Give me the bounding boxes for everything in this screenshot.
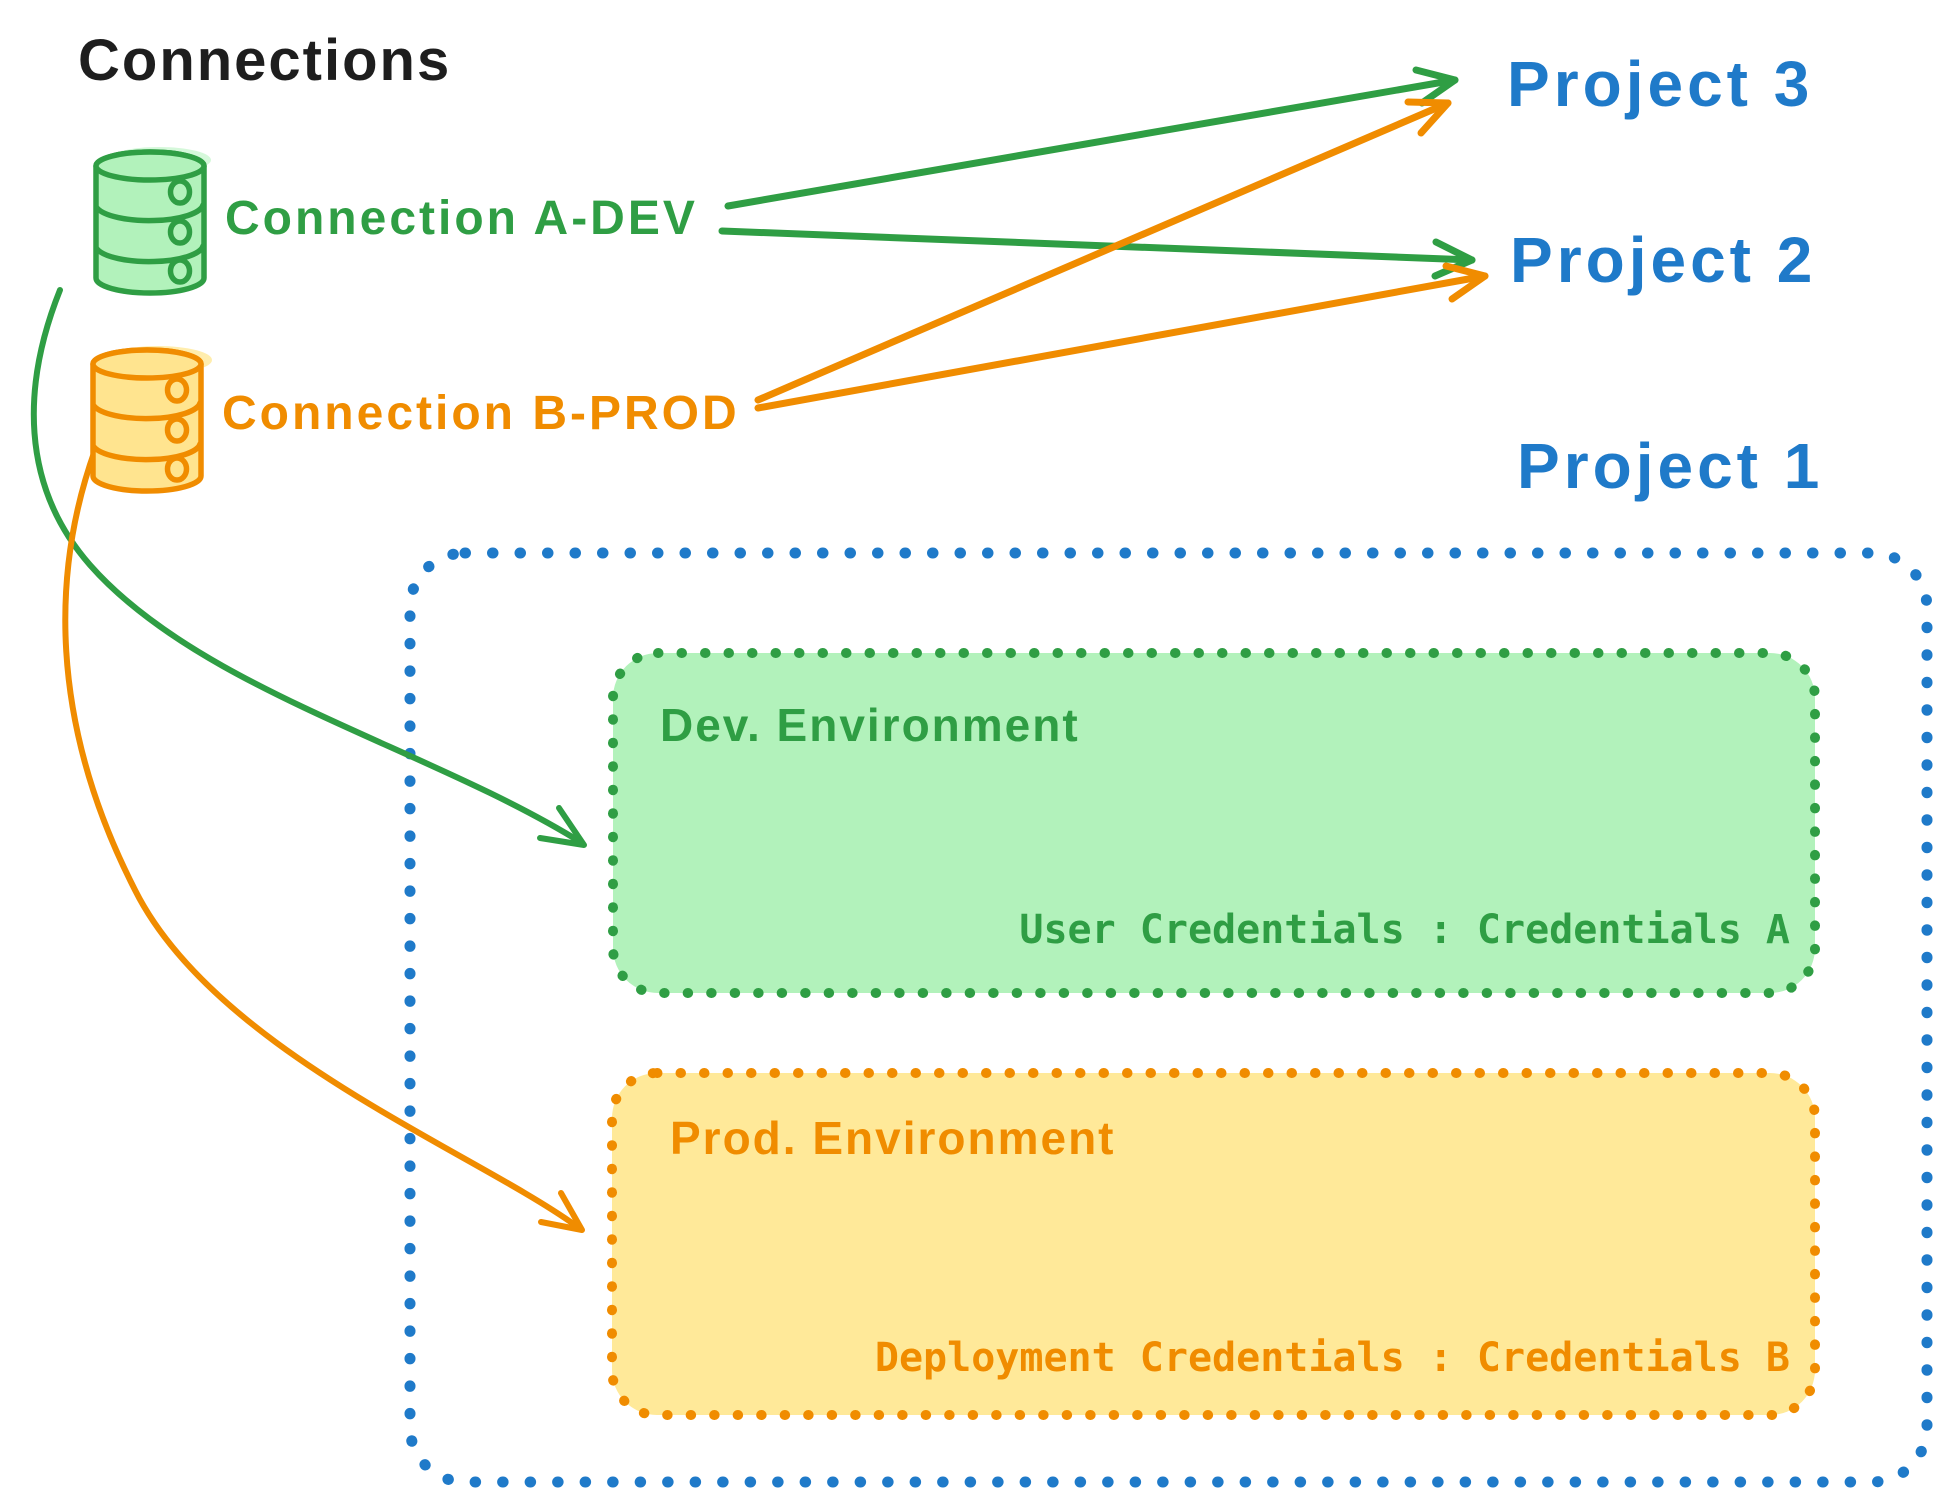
prod-credentials-text: Deployment Credentials : Credentials B <box>874 1335 1790 1381</box>
dev-environment-title: Dev. Environment <box>660 699 1080 751</box>
database-icon <box>93 147 211 296</box>
prod-environment-box <box>607 1068 1820 1420</box>
project-1-label: Project 1 <box>1517 430 1824 502</box>
arrow-a-dev-to-dev-environment <box>30 287 587 848</box>
project-2-label: Project 2 <box>1510 224 1817 296</box>
diagram-title: Connections <box>78 28 452 93</box>
connection-a-dev-label: Connection A-DEV <box>225 192 698 245</box>
arrow-a-dev-to-project-2 <box>718 227 1476 280</box>
database-icon <box>90 346 212 494</box>
prod-environment-title: Prod. Environment <box>670 1112 1116 1164</box>
arrow-a-dev-to-project-3 <box>724 66 1459 210</box>
arrow-b-prod-to-project-3 <box>754 98 1452 404</box>
arrow-b-prod-to-project-2 <box>754 262 1489 412</box>
project-3-label: Project 3 <box>1507 48 1814 120</box>
dev-environment-box <box>608 648 1820 998</box>
project-1-box <box>404 547 1933 1488</box>
arrow-b-prod-to-prod-environment <box>62 447 585 1233</box>
connection-b-prod-label: Connection B-PROD <box>222 387 740 440</box>
dev-credentials-text: User Credentials : Credentials A <box>1019 907 1790 953</box>
